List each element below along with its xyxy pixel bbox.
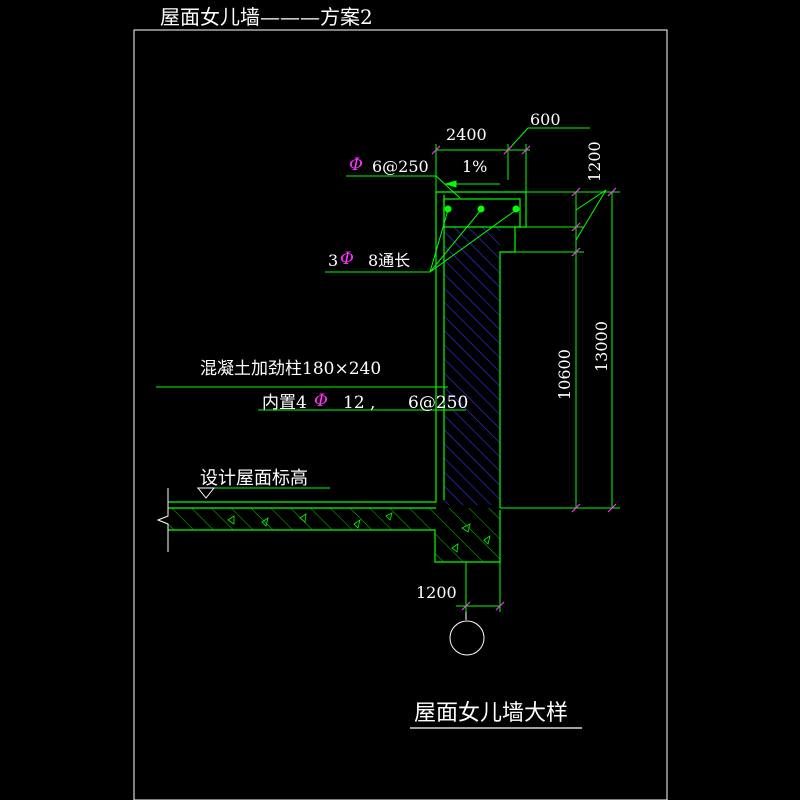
column-hatch (444, 227, 500, 505)
dim-top-offset: 600 (530, 110, 561, 129)
column-label-symbol: Φ (314, 391, 328, 411)
dimension-ticks (431, 145, 617, 611)
axis-bubble (449, 620, 485, 656)
break-line (156, 488, 169, 552)
dim-total-height: 13000 (592, 321, 611, 372)
leader-lines (156, 175, 517, 489)
column-label-stirrup: 6@250 (408, 393, 468, 413)
rebar-dot-middle (477, 205, 485, 213)
dim-wall-height: 10600 (555, 349, 574, 400)
column-label-line1: 混凝土加劲柱180×240 (200, 359, 381, 379)
longbar-spec: 8通长 (368, 251, 410, 270)
slab-hatch (168, 508, 500, 562)
dim-top-width: 2400 (446, 125, 487, 144)
column-label-bar: 12 (343, 393, 365, 413)
longbar-count: 3 (328, 251, 338, 270)
stirrup-spec: 6@250 (372, 157, 429, 176)
roof-level-label: 设计屋面标高 (200, 468, 308, 489)
rebar-dot-left (444, 205, 452, 213)
dimension-lines (435, 127, 620, 612)
slab-aggregate (227, 512, 491, 553)
dim-cap-height: 1200 (585, 141, 604, 182)
detail-title: 屋面女儿墙大样 (414, 701, 568, 726)
column-label-prefix: 内置4 (262, 393, 307, 413)
roof-level-marker (196, 487, 216, 499)
column-label-sep: , (370, 393, 375, 413)
stirrup-symbol: Φ (349, 155, 363, 175)
longbar-symbol: Φ (340, 249, 354, 269)
slope-arrow (444, 180, 500, 188)
dim-base-width: 1200 (416, 583, 457, 602)
page-title: 屋面女儿墙———方案2 (160, 5, 373, 29)
parapet-outline (168, 191, 527, 563)
slope-label: 1% (462, 157, 487, 176)
drawing-frame (133, 29, 668, 800)
